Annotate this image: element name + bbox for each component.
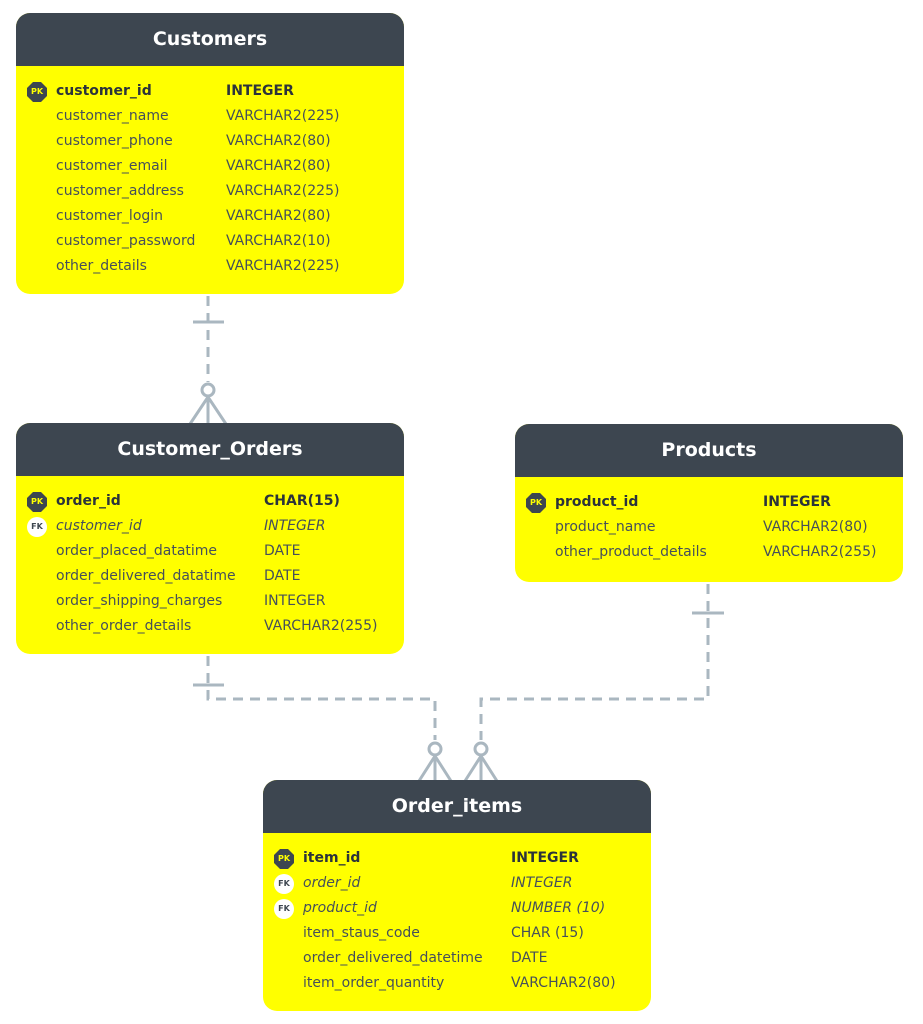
many-marker-customer-orders	[188, 394, 228, 425]
table-row: item_order_quantity VARCHAR2(80)	[263, 971, 651, 996]
column-type: INTEGER	[226, 83, 294, 99]
table-row: other_order_details VARCHAR2(255)	[16, 614, 404, 639]
connector-orders-items	[206, 656, 437, 740]
column-type: VARCHAR2(80)	[226, 208, 331, 224]
table-products[interactable]: Products PK product_id INTEGER product_name…	[515, 424, 903, 582]
column-name: other_product_details	[555, 544, 707, 560]
column-type: VARCHAR2(80)	[226, 158, 331, 174]
column-name: order_id	[303, 875, 361, 891]
column-type: VARCHAR2(255)	[264, 618, 378, 634]
table-title: Customer_Orders	[16, 423, 404, 476]
column-name: item_staus_code	[303, 925, 420, 941]
column-name: product_id	[555, 494, 639, 510]
column-type: VARCHAR2(225)	[226, 108, 340, 124]
column-name: customer_id	[56, 83, 152, 99]
table-row: customer_phone VARCHAR2(80)	[16, 129, 404, 154]
column-type: INTEGER	[511, 850, 579, 866]
table-row: FK order_id INTEGER	[263, 871, 651, 896]
column-type: DATE	[264, 568, 301, 584]
table-customer-orders[interactable]: Customer_Orders PK order_id CHAR(15) FK cust…	[16, 423, 404, 654]
column-type: VARCHAR2(10)	[226, 233, 331, 249]
column-name: customer_email	[56, 158, 168, 174]
zero-marker-order-items-left	[427, 741, 443, 757]
column-type: DATE	[264, 543, 301, 559]
table-row: item_staus_code CHAR (15)	[263, 921, 651, 946]
table-row: order_placed_datatime DATE	[16, 539, 404, 564]
column-name: other_details	[56, 258, 147, 274]
connector-products-items	[479, 584, 710, 740]
column-type: VARCHAR2(80)	[511, 975, 616, 991]
many-marker-order-items-right	[463, 753, 499, 782]
column-name: item_id	[303, 850, 361, 866]
column-type: INTEGER	[763, 494, 831, 510]
primary-key-icon: PK	[274, 849, 294, 869]
table-row: customer_address VARCHAR2(225)	[16, 179, 404, 204]
table-row: PK order_id CHAR(15)	[16, 489, 404, 514]
column-name: customer_name	[56, 108, 169, 124]
column-name: customer_address	[56, 183, 184, 199]
table-row: other_details VARCHAR2(225)	[16, 254, 404, 279]
column-type: VARCHAR2(225)	[226, 258, 340, 274]
column-name: product_name	[555, 519, 656, 535]
table-row: PK customer_id INTEGER	[16, 79, 404, 104]
table-row: customer_email VARCHAR2(80)	[16, 154, 404, 179]
column-type: VARCHAR2(80)	[226, 133, 331, 149]
table-row: product_name VARCHAR2(80)	[515, 515, 903, 540]
table-title: Products	[515, 424, 903, 477]
foreign-key-icon: FK	[274, 899, 294, 919]
table-title: Customers	[16, 13, 404, 66]
column-type: NUMBER (10)	[511, 900, 606, 916]
zero-marker-order-items-right	[473, 741, 489, 757]
column-name: order_placed_datatime	[56, 543, 218, 559]
table-customers[interactable]: Customers PK customer_id INTEGER customer_n…	[16, 13, 404, 294]
column-name: order_id	[56, 493, 121, 509]
table-row: PK product_id INTEGER	[515, 490, 903, 515]
column-name: other_order_details	[56, 618, 192, 634]
column-name: customer_password	[56, 233, 196, 249]
column-name: order_delivered_datatime	[56, 568, 236, 584]
foreign-key-icon: FK	[27, 517, 47, 537]
column-type: VARCHAR2(80)	[763, 519, 868, 535]
column-name: order_shipping_charges	[56, 593, 223, 609]
column-name: item_order_quantity	[303, 975, 445, 991]
primary-key-icon: PK	[27, 82, 47, 102]
table-row: FK customer_id INTEGER	[16, 514, 404, 539]
foreign-key-icon: FK	[274, 874, 294, 894]
column-name: customer_login	[56, 208, 164, 224]
table-row: FK product_id NUMBER (10)	[263, 896, 651, 921]
table-row: order_delivered_datetime DATE	[263, 946, 651, 971]
column-type: DATE	[511, 950, 548, 966]
table-row: order_shipping_charges INTEGER	[16, 589, 404, 614]
column-name: customer_id	[56, 518, 142, 534]
table-row: other_product_details VARCHAR2(255)	[515, 540, 903, 565]
table-title: Order_items	[263, 780, 651, 833]
column-type: INTEGER	[264, 518, 326, 534]
column-name: order_delivered_datetime	[303, 950, 483, 966]
table-row: customer_name VARCHAR2(225)	[16, 104, 404, 129]
column-type: VARCHAR2(225)	[226, 183, 340, 199]
column-type: CHAR(15)	[264, 493, 340, 509]
column-name: product_id	[303, 900, 377, 916]
many-marker-order-items-left	[417, 753, 453, 782]
column-type: INTEGER	[264, 593, 326, 609]
primary-key-icon: PK	[526, 493, 546, 513]
table-row: customer_login VARCHAR2(80)	[16, 204, 404, 229]
column-name: customer_phone	[56, 133, 173, 149]
column-type: CHAR (15)	[511, 925, 584, 941]
primary-key-icon: PK	[27, 492, 47, 512]
column-type: INTEGER	[511, 875, 573, 891]
table-row: PK item_id INTEGER	[263, 846, 651, 871]
column-type: VARCHAR2(255)	[763, 544, 877, 560]
zero-marker-customer-orders	[200, 382, 216, 398]
table-row: order_delivered_datatime DATE	[16, 564, 404, 589]
table-row: customer_password VARCHAR2(10)	[16, 229, 404, 254]
